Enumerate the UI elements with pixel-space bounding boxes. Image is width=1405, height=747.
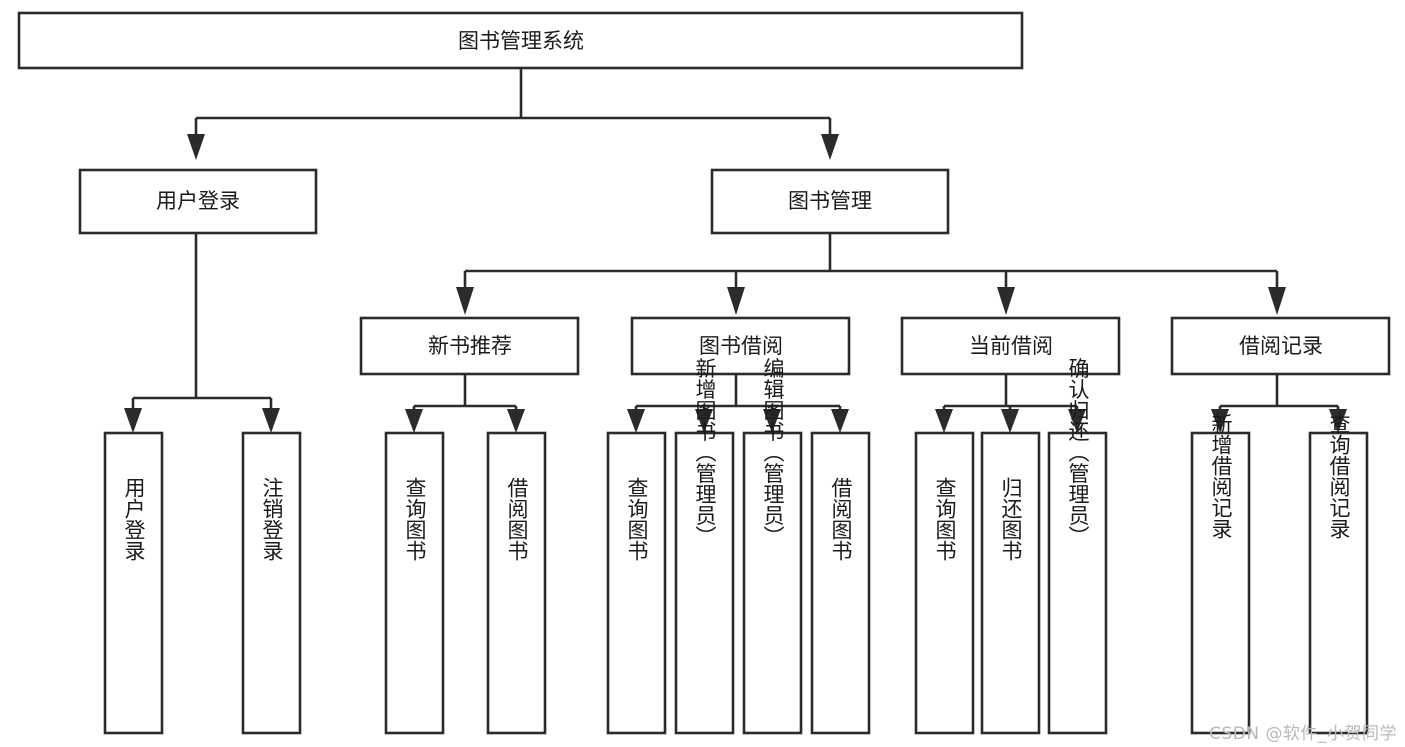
arrow-new-book-rec-to-leaf-1 <box>405 409 423 433</box>
connector-layer <box>124 69 1347 433</box>
node-current-borrow-box <box>900 316 1121 376</box>
node-new-book-rec[interactable]: 新书推荐 <box>359 316 580 376</box>
node-leaf-query-book-3[interactable]: 查询图书 <box>914 431 975 735</box>
node-user-login[interactable]: 用户登录 <box>78 168 318 235</box>
arrow-root-to-book-manage <box>821 134 839 160</box>
node-leaf-borrow-book-2[interactable]: 借阅图书 <box>810 431 871 735</box>
node-current-borrow[interactable]: 当前借阅 <box>900 316 1121 376</box>
arrow-new-book-rec-to-leaf-2 <box>507 409 525 433</box>
node-leaf-query-record[interactable]: 查询借阅记录 <box>1308 413 1369 735</box>
node-leaf-user-login-label: 用户登录 <box>122 477 146 561</box>
node-leaf-query-record-box <box>1308 431 1369 735</box>
node-book-borrow[interactable]: 图书借阅 <box>630 316 851 376</box>
arrow-root-to-user-login <box>187 134 205 160</box>
node-leaf-borrow-book-1-box <box>486 431 547 735</box>
arrow-book-manage-to-new-book-rec <box>456 287 474 315</box>
arrow-current-borrow-to-leaf-2 <box>1001 409 1019 433</box>
node-leaf-logout[interactable]: 注销登录 <box>241 431 302 735</box>
node-borrow-record-label: 借阅记录 <box>1239 334 1323 358</box>
node-leaf-logout-label: 注销登录 <box>260 477 284 561</box>
arrow-book-manage-to-borrow-record <box>1268 287 1286 315</box>
arrow-book-borrow-to-leaf-1 <box>627 409 645 433</box>
node-leaf-add-book-box <box>674 431 735 735</box>
arrow-user-login-to-leaf-2 <box>262 408 280 433</box>
arrow-borrow-record-to-leaf-2 <box>1329 409 1347 433</box>
arrow-current-borrow-to-leaf-3 <box>1068 409 1086 433</box>
csdn-watermark: CSDN @软件_小贺同学 <box>1209 724 1397 744</box>
node-leaf-return-book-label: 归还图书 <box>999 477 1023 561</box>
node-root[interactable]: 图书管理系统 <box>17 11 1024 70</box>
node-leaf-query-book-1-label: 查询图书 <box>403 477 427 561</box>
node-leaf-borrow-book-1[interactable]: 借阅图书 <box>486 431 547 735</box>
node-leaf-query-book-2-box <box>606 431 667 735</box>
node-leaf-add-record-box <box>1190 431 1251 735</box>
node-leaf-edit-book-box <box>742 431 803 735</box>
node-current-borrow-label: 当前借阅 <box>969 334 1053 358</box>
node-leaf-user-login-box <box>103 431 164 735</box>
node-leaf-query-book-2[interactable]: 查询图书 <box>606 431 667 735</box>
arrow-borrow-record-to-leaf-1 <box>1211 409 1229 433</box>
node-book-manage-label: 图书管理 <box>788 189 872 213</box>
node-root-label: 图书管理系统 <box>458 29 584 53</box>
node-leaf-edit-book[interactable]: 编辑图书（管理员） <box>742 358 803 735</box>
node-book-borrow-label: 图书借阅 <box>699 334 783 358</box>
node-root-box <box>17 11 1024 70</box>
node-new-book-rec-box <box>359 316 580 376</box>
node-user-login-box <box>78 168 318 235</box>
node-leaf-borrow-book-1-label: 借阅图书 <box>505 477 529 561</box>
node-leaf-query-book-3-box <box>914 431 975 735</box>
node-leaf-borrow-book-2-box <box>810 431 871 735</box>
node-user-login-label: 用户登录 <box>156 189 240 213</box>
arrow-current-borrow-to-leaf-1 <box>935 409 953 433</box>
node-leaf-add-book-label: 新增图书（管理员） <box>693 358 717 547</box>
node-leaf-query-book-3-label: 查询图书 <box>933 477 957 561</box>
node-leaf-query-book-1[interactable]: 查询图书 <box>384 431 445 735</box>
node-leaf-add-book[interactable]: 新增图书（管理员） <box>674 358 735 735</box>
node-book-manage-box <box>710 168 950 235</box>
arrow-user-login-to-leaf-1 <box>124 408 142 433</box>
arrow-book-manage-to-current-borrow <box>997 287 1015 315</box>
node-book-manage[interactable]: 图书管理 <box>710 168 950 235</box>
node-leaf-confirm-return[interactable]: 确认归还（管理员） <box>1047 358 1108 735</box>
node-leaf-query-record-label: 查询借阅记录 <box>1327 413 1351 539</box>
arrow-book-borrow-to-leaf-4 <box>831 409 849 433</box>
node-leaf-query-book-1-box <box>384 431 445 735</box>
node-leaf-add-record-label: 新增借阅记录 <box>1209 413 1233 539</box>
arrow-book-borrow-to-leaf-3 <box>763 409 781 433</box>
arrow-book-borrow-to-leaf-2 <box>695 409 713 433</box>
node-new-book-rec-label: 新书推荐 <box>428 334 512 358</box>
node-leaf-user-login[interactable]: 用户登录 <box>103 431 164 735</box>
node-leaf-confirm-return-box <box>1047 431 1108 735</box>
arrow-book-manage-to-book-borrow <box>727 287 745 315</box>
node-leaf-add-record[interactable]: 新增借阅记录 <box>1190 413 1251 735</box>
node-leaf-return-book-box <box>980 431 1041 735</box>
node-borrow-record-box <box>1170 316 1391 376</box>
node-leaf-borrow-book-2-label: 借阅图书 <box>829 477 853 561</box>
node-leaf-query-book-2-label: 查询图书 <box>625 477 649 561</box>
node-leaf-edit-book-label: 编辑图书（管理员） <box>761 358 785 547</box>
node-borrow-record[interactable]: 借阅记录 <box>1170 316 1391 376</box>
node-leaf-logout-box <box>241 431 302 735</box>
node-book-borrow-box <box>630 316 851 376</box>
node-leaf-return-book[interactable]: 归还图书 <box>980 431 1041 735</box>
node-leaf-confirm-return-label: 确认归还（管理员） <box>1066 358 1090 547</box>
